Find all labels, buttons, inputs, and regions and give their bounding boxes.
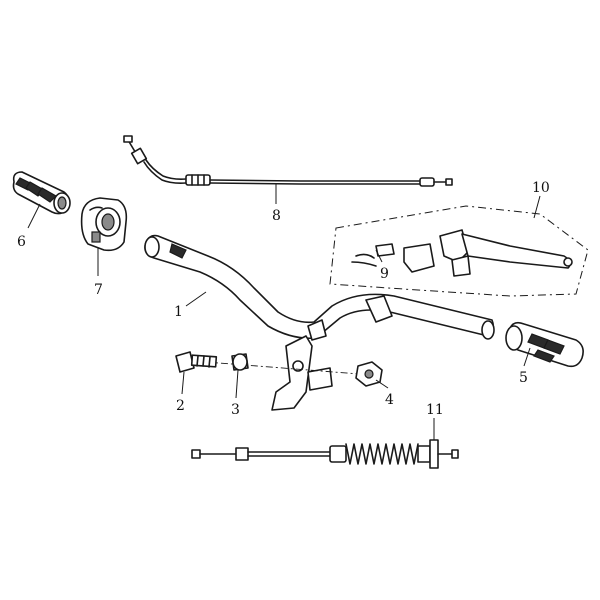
leader-2	[181, 371, 185, 395]
callout-3: 3	[231, 402, 240, 418]
callout-5: 5	[519, 370, 528, 386]
callout-9: 9	[380, 266, 389, 282]
nut	[355, 361, 383, 387]
callout-1: 1	[174, 304, 183, 320]
bolt	[175, 351, 218, 373]
leader-6	[27, 203, 41, 229]
callout-6: 6	[17, 234, 26, 250]
brake-cable	[191, 439, 459, 469]
assembly-boundary	[329, 205, 589, 297]
leader-3	[235, 369, 239, 399]
callout-labels: 6 7 8 1 2 3 4 5 9 10 11	[17, 180, 550, 418]
brake-lever-assembly	[329, 205, 589, 297]
assembly-axis-line	[205, 361, 373, 376]
collar	[231, 353, 249, 371]
throttle-cable	[123, 135, 453, 187]
handlebar	[144, 234, 495, 411]
right-grip	[505, 321, 584, 368]
leader-lines	[27, 184, 541, 440]
throttle-housing	[80, 197, 128, 252]
callout-8: 8	[272, 208, 281, 224]
callout-10: 10	[532, 180, 550, 196]
leader-10	[533, 195, 541, 219]
brake-switch	[351, 243, 395, 267]
callout-2: 2	[176, 398, 185, 414]
leader-1	[185, 291, 207, 307]
leader-9	[375, 249, 383, 263]
left-grip	[12, 171, 71, 215]
leader-4	[375, 379, 389, 389]
leader-5	[523, 347, 531, 367]
callout-7: 7	[94, 282, 103, 298]
callout-11: 11	[426, 402, 444, 418]
callout-4: 4	[385, 392, 394, 408]
